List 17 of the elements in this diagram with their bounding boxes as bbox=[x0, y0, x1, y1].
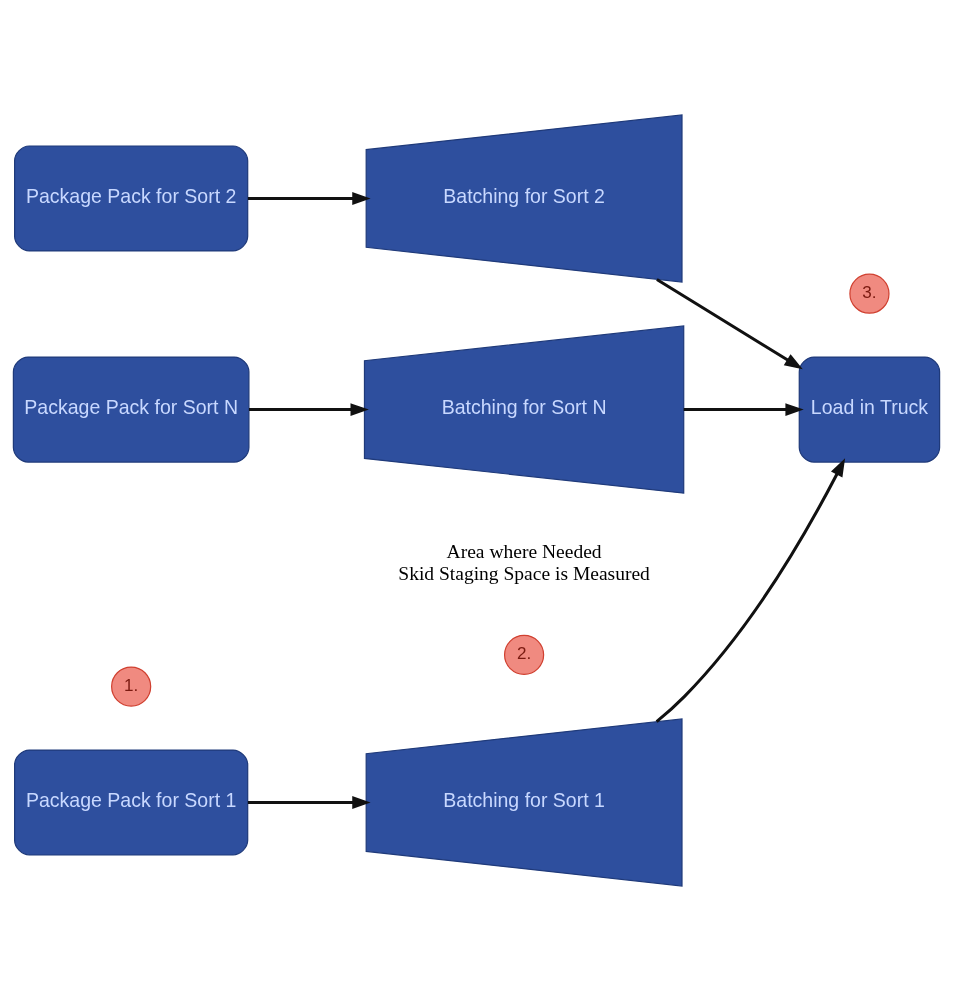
node-box: Package Pack for Sort 1 bbox=[14, 749, 249, 856]
label: 3. bbox=[862, 283, 877, 303]
node-box: Batching for Sort 2 bbox=[365, 114, 683, 283]
arrow bbox=[249, 403, 369, 416]
node-box: Package Pack for Sort 2 bbox=[14, 145, 249, 252]
label: 1. bbox=[124, 676, 139, 696]
arrow bbox=[656, 278, 803, 370]
label: Area where Needed Skid Staging Space is Measured bbox=[398, 541, 650, 585]
arrow bbox=[247, 192, 371, 205]
arrow bbox=[683, 403, 804, 416]
arrow bbox=[655, 458, 846, 723]
node-box: Package Pack for Sort N bbox=[12, 356, 250, 463]
arrow bbox=[247, 796, 371, 809]
node-box: Batching for Sort N bbox=[363, 325, 685, 494]
label: 2. bbox=[516, 644, 532, 664]
node-box: Load in Truck bbox=[798, 356, 941, 463]
node-box: Batching for Sort 1 bbox=[365, 718, 683, 887]
